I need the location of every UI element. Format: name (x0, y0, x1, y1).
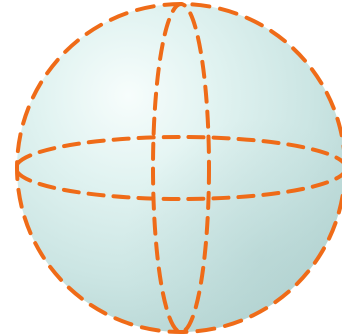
sphere-svg (0, 0, 342, 334)
sphere-diagram (0, 0, 342, 334)
